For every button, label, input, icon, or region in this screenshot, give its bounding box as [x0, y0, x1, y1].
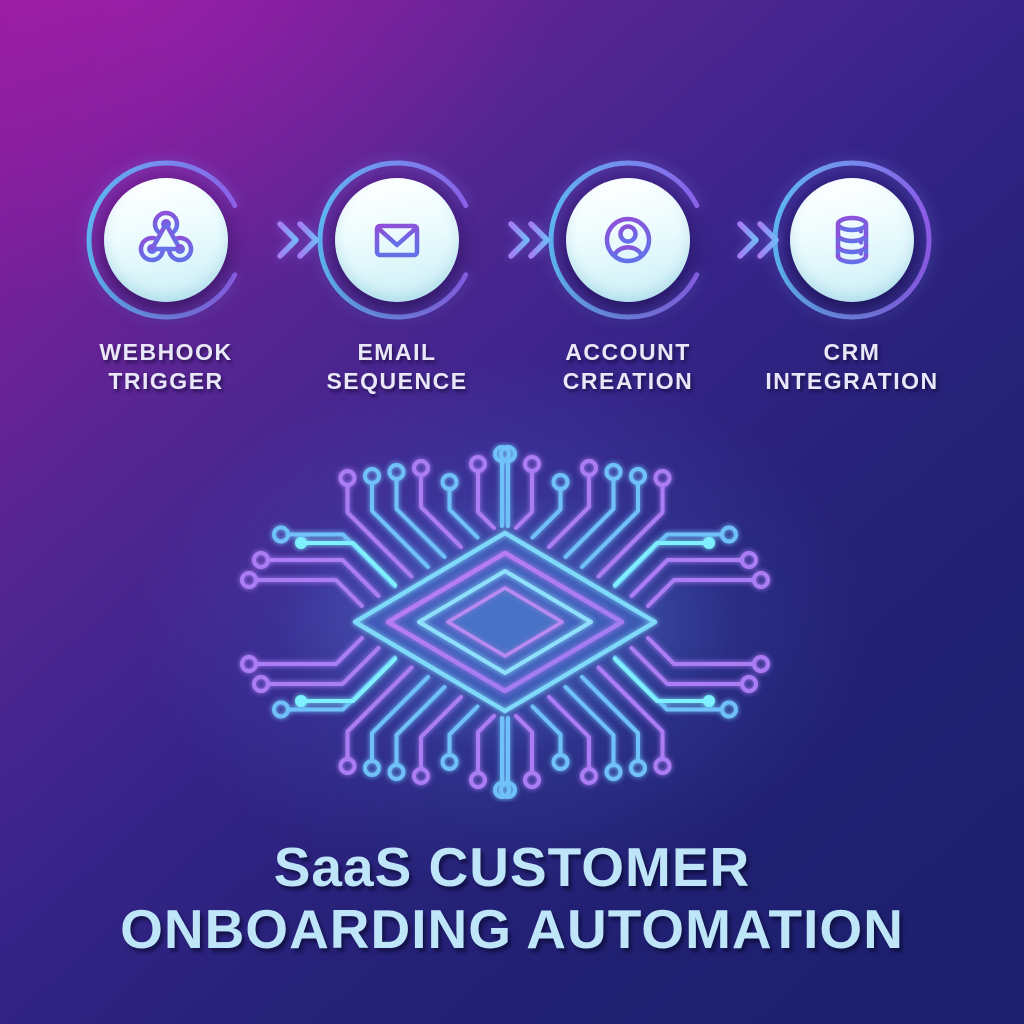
label-line: SEQUENCE — [326, 368, 468, 394]
label-account-creation: ACCOUNT CREATION — [508, 338, 748, 396]
icon-disc — [790, 178, 914, 302]
label-line: EMAIL — [357, 339, 437, 365]
webhook-icon — [138, 210, 194, 263]
gradient-ring — [317, 160, 477, 320]
envelope-icon — [374, 223, 420, 258]
icon-disc — [335, 178, 459, 302]
icon-disc — [104, 178, 228, 302]
arrow-connector-2 — [472, 221, 550, 259]
icon-disc — [566, 178, 690, 302]
database-icon — [835, 215, 869, 265]
label-line: ACCOUNT — [565, 339, 691, 365]
label-line: WEBHOOK — [99, 339, 233, 365]
diamond-third — [417, 569, 593, 675]
step-webhook-trigger — [81, 155, 251, 325]
step-crm-integration — [767, 155, 937, 325]
gradient-ring — [548, 160, 708, 320]
arrow-connector-1 — [241, 221, 319, 259]
arrow-connector-3 — [701, 221, 779, 259]
circuit-chip-graphic — [240, 445, 770, 799]
gradient-ring — [86, 160, 246, 320]
poster-title: SaaS CUSTOMER ONBOARDING AUTOMATION — [0, 836, 1024, 960]
label-crm-integration: CRM INTEGRATION — [732, 338, 972, 396]
label-line: CRM — [823, 339, 881, 365]
label-line: CREATION — [562, 368, 694, 394]
title-line-2: ONBOARDING AUTOMATION — [120, 898, 904, 960]
title-line-1: SaaS CUSTOMER — [273, 836, 751, 898]
label-webhook-trigger: WEBHOOK TRIGGER — [46, 338, 286, 396]
step-account-creation — [543, 155, 713, 325]
user-icon — [604, 216, 652, 264]
label-email-sequence: EMAIL SEQUENCE — [277, 338, 517, 396]
label-line: TRIGGER — [108, 368, 224, 394]
label-line: INTEGRATION — [765, 368, 939, 394]
diamond-inner — [446, 586, 564, 658]
diamond-second — [385, 550, 625, 694]
step-email-sequence — [312, 155, 482, 325]
